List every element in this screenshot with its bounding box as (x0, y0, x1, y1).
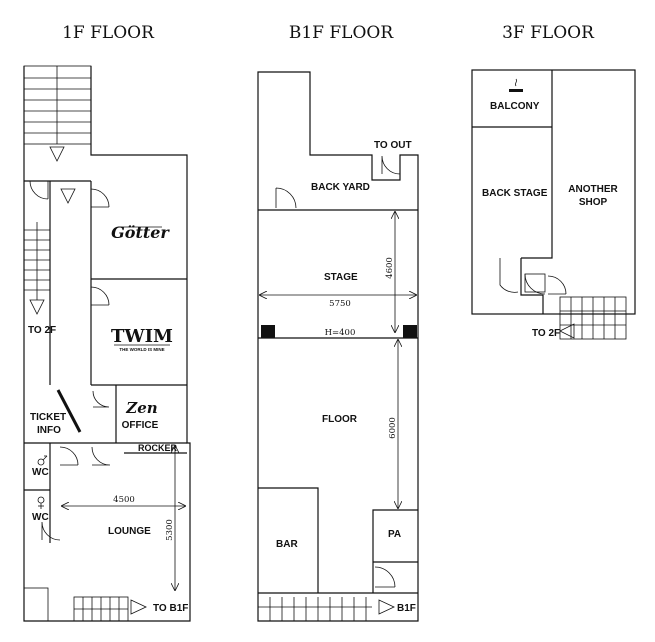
stage-pillar-right (403, 325, 417, 338)
arrow-down-icon (60, 188, 76, 204)
arrow-down-icon (29, 299, 45, 315)
male-icon (37, 455, 48, 466)
door-icon (91, 446, 111, 466)
svg-text:Götter: Götter (111, 223, 170, 242)
b1f-floor-label: FLOOR (322, 414, 358, 425)
stairs-icon (258, 597, 372, 621)
door-icon (29, 180, 49, 200)
1f-outer-wall (23, 66, 191, 622)
3f-to-2f-label: TO 2F (532, 328, 560, 339)
b1f-stage-label: STAGE (324, 272, 358, 283)
door-icon (381, 155, 401, 175)
svg-text:TWIM: TWIM (111, 326, 173, 347)
arrow-left-icon (559, 323, 575, 339)
zen-logo: Zen (125, 399, 157, 417)
b1f-outer-wall (257, 71, 419, 622)
floor-b1f: TO OUT BACK YARD STAGE 5750 4600 H=400 F… (257, 71, 419, 622)
b1f-floor-depth: 6000 (388, 417, 398, 439)
3f-balcony-label: BALCONY (490, 101, 540, 112)
door-icon (275, 187, 297, 209)
arrow-down-icon (49, 146, 65, 162)
b1f-stage-width: 5750 (329, 299, 351, 309)
1f-ticket-label: TICKET (30, 412, 66, 423)
door-icon (90, 286, 110, 306)
stairs-icon (24, 222, 50, 300)
smoking-icon (509, 78, 523, 92)
b1f-pa-label: PA (388, 529, 401, 540)
door-icon (524, 273, 546, 295)
1f-wc-women-label: WC (32, 512, 49, 523)
title-b1f: B1F FLOOR (289, 23, 394, 43)
gotter-logo: Götter (111, 223, 170, 242)
1f-rocker-label: ROCKER (138, 443, 178, 453)
stairs-icon (559, 296, 627, 340)
1f-lounge-width: 4500 (113, 495, 135, 505)
1f-office-label: OFFICE (122, 420, 159, 431)
3f-another-label: ANOTHER (568, 184, 618, 195)
door-icon (499, 258, 519, 293)
door-icon (90, 188, 110, 208)
1f-to-b1f-label: TO B1F (153, 603, 188, 614)
b1f-to-out-label: TO OUT (374, 140, 412, 151)
female-icon (37, 496, 45, 509)
floor-1f: TO 2F TICKET INFO OFFICE ROCKER WC WC LO… (23, 65, 191, 622)
door-icon (41, 521, 61, 541)
arrow-right-icon (378, 599, 395, 615)
door-icon (92, 390, 110, 408)
stage-pillar-left (261, 325, 275, 338)
1f-to-2f-label: TO 2F (28, 325, 56, 336)
door-icon (374, 566, 396, 588)
b1f-stairs-label: B1F (397, 603, 416, 614)
3f-outer-wall (471, 69, 636, 315)
floor-3f: BALCONY BACK STAGE ANOTHER SHOP TO 2F (471, 69, 636, 340)
1f-lounge-depth: 5300 (165, 519, 175, 541)
arrow-right-icon (130, 599, 147, 615)
3f-shop-label: SHOP (579, 197, 608, 208)
3f-back-stage-label: BACK STAGE (482, 188, 548, 199)
title-1f: 1F FLOOR (62, 23, 155, 43)
b1f-bar-label: BAR (276, 539, 298, 550)
title-3f: 3F FLOOR (502, 23, 595, 43)
1f-wc-men-label: WC (32, 467, 49, 478)
twim-logo: TWIM THE WORLD IS MINE (111, 326, 173, 352)
b1f-back-yard-label: BACK YARD (311, 182, 370, 193)
door-icon (547, 275, 567, 295)
stairs-icon (23, 65, 92, 145)
door-icon (59, 446, 79, 466)
b1f-stage-depth: 4600 (385, 257, 395, 279)
svg-text:Zen: Zen (125, 399, 157, 417)
1f-info-label: INFO (37, 425, 61, 436)
b1f-stage-height: H=400 (325, 328, 356, 338)
stairs-icon (73, 596, 129, 622)
svg-text:THE WORLD IS MINE: THE WORLD IS MINE (119, 347, 164, 352)
1f-lounge-label: LOUNGE (108, 526, 151, 537)
ticket-counter (56, 389, 82, 433)
